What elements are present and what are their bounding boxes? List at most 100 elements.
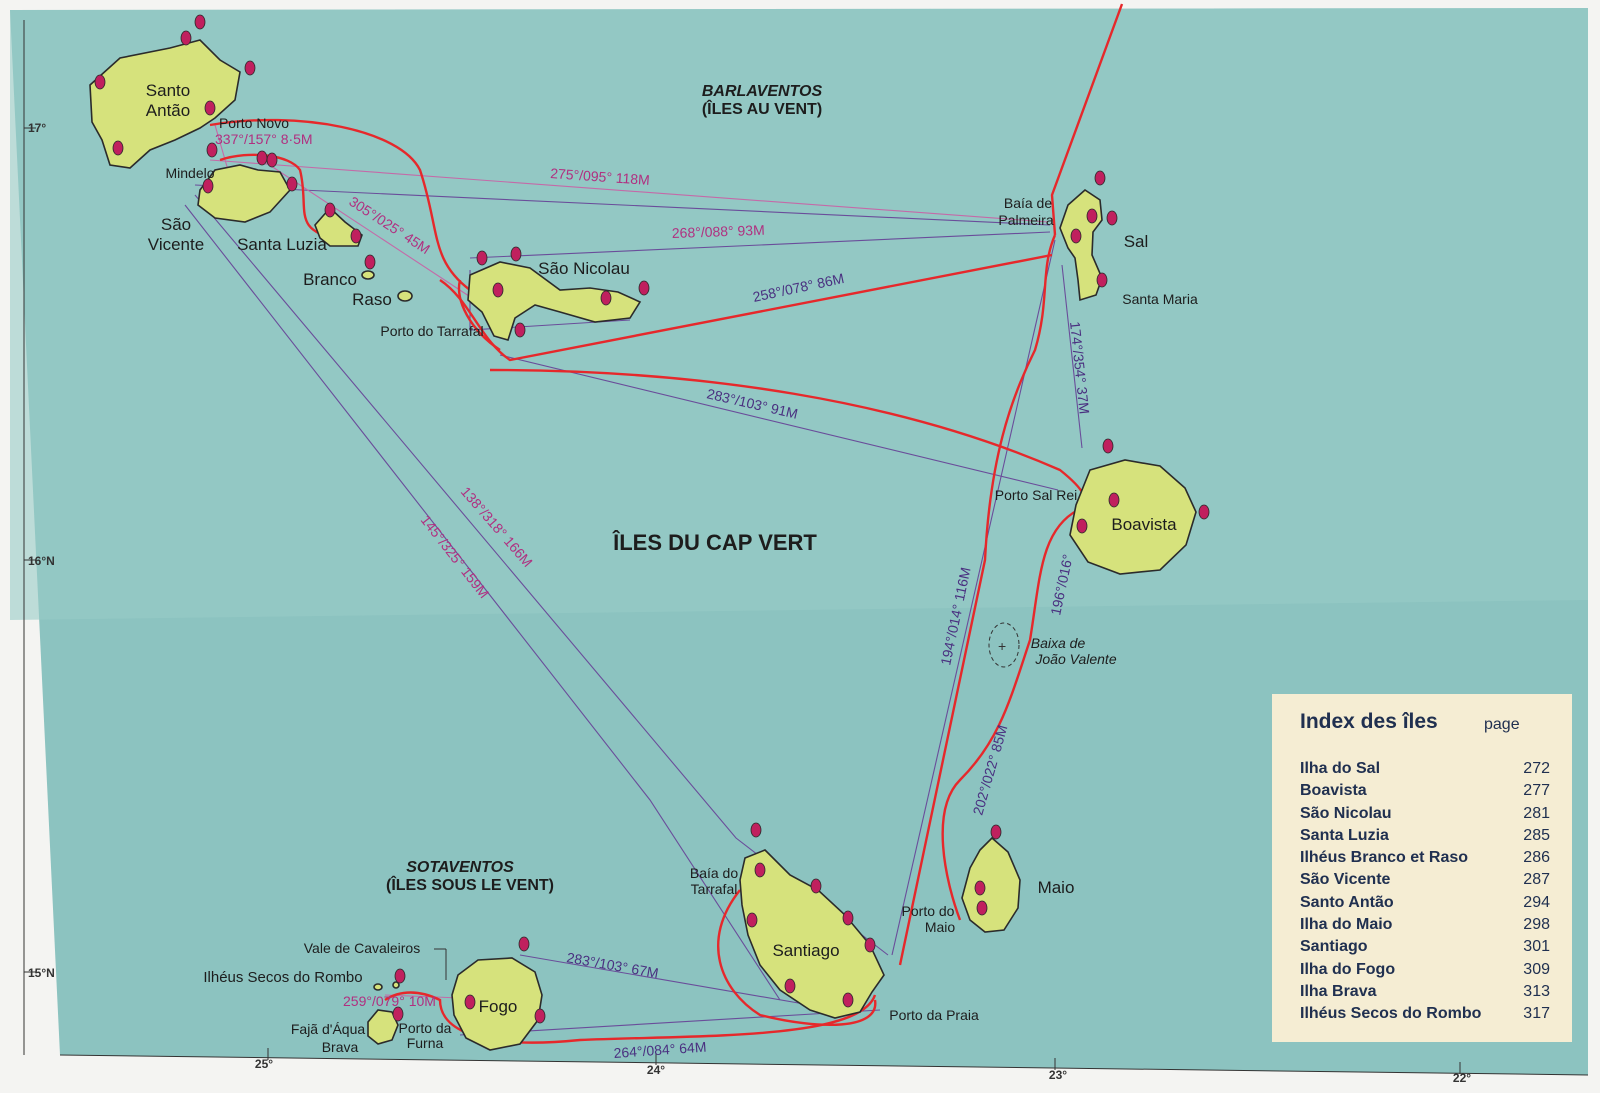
lon-label-24: 24° (647, 1063, 665, 1077)
island-fogo (451, 957, 543, 1051)
anchorage-marker (600, 290, 612, 306)
index-entry-page: 277 (1523, 782, 1550, 800)
anchorage-marker (810, 878, 822, 894)
label-sal: Sal (1124, 232, 1149, 251)
map-title: ÎLES DU CAP VERT (612, 530, 817, 555)
index-entry-page: 285 (1523, 826, 1550, 844)
anchorage-marker (974, 880, 986, 896)
bearing-label: 268°/088° 93M (672, 222, 765, 241)
label-porto-novo: Porto Novo (219, 115, 289, 131)
label-baia-de-palmeira-1: Baía de (1004, 195, 1052, 211)
index-entry-name: Santa Luzia (1300, 826, 1389, 844)
anchorage-marker (204, 100, 216, 116)
label-porto-do-maio-2: Maio (925, 919, 956, 935)
islet-secos-do-rombo-2 (392, 981, 400, 989)
anchorage-marker (286, 176, 298, 192)
anchorage-marker (464, 994, 476, 1010)
anchorage-marker (266, 152, 278, 168)
anchorage-marker (324, 202, 336, 218)
anchorage-marker (194, 14, 206, 30)
label-fogo: Fogo (479, 997, 518, 1016)
index-entry-page: 317 (1523, 1005, 1550, 1023)
region-sotaventos: SOTAVENTOS (406, 859, 514, 876)
label-baia-de-palmeira-2: Palmeira (998, 212, 1053, 228)
index-entry-page: 313 (1523, 982, 1550, 1000)
label-brava: Brava (322, 1039, 359, 1055)
index-entry-page: 298 (1523, 916, 1550, 934)
index-entry-name: Santo Antão (1300, 893, 1394, 911)
index-entry[interactable]: Ilhéus Secos do Rombo 317 (1300, 1005, 1550, 1027)
anchorage-marker (392, 1006, 404, 1022)
index-entry-page: 272 (1523, 760, 1550, 777)
anchorage-marker (864, 937, 876, 953)
anchorage-marker (364, 254, 376, 270)
map-frame (23, 20, 1589, 1076)
index-entry-name: Ilhéus Secos do Rombo (1300, 1005, 1482, 1023)
label-boavista: Boavista (1111, 515, 1177, 534)
bearing-label: 259°/079° 10M (343, 993, 436, 1009)
anchorage-marker (750, 822, 762, 838)
region-barlaventos: BARLAVENTOS (702, 83, 823, 100)
lon-label-22: 22° (1453, 1071, 1471, 1085)
index-entry-page: 281 (1523, 804, 1550, 822)
anchorage-marker (510, 246, 522, 262)
anchorage-marker (1102, 438, 1114, 454)
lat-label-16: 16°N (28, 554, 55, 568)
anchorage-marker (1198, 504, 1210, 520)
label-faja-dagua: Fajã d'Áqua (291, 1021, 365, 1037)
index-entry-name: Boavista (1300, 782, 1367, 800)
bearing-label: 337°/157° 8·5M (215, 131, 313, 147)
anchorage-marker (112, 140, 124, 156)
index-entry-name: Ilha do Maio (1300, 916, 1393, 934)
anchorage-marker (784, 978, 796, 994)
anchorage-marker (518, 936, 530, 952)
index-entry-page: 309 (1523, 960, 1550, 978)
anchorage-marker (534, 1008, 546, 1024)
bearing-label: 264°/084° 64M (613, 1039, 707, 1061)
island-sao-nicolau (467, 261, 642, 341)
index-entry[interactable]: Boavista 277 (1300, 782, 1550, 804)
label-porto-sal-rei: Porto Sal Rei (995, 487, 1077, 503)
index-entry[interactable]: Santa Luzia 285 (1300, 827, 1550, 849)
index-entry-name: Santiago (1300, 938, 1368, 956)
island-raso (397, 290, 413, 302)
shoal-marker (988, 622, 1020, 668)
anchorage-marker (1076, 518, 1088, 534)
anchorage-marker (476, 250, 488, 266)
lon-label-23: 23° (1049, 1068, 1067, 1082)
label-porto-do-tarrafal: Porto do Tarrafal (380, 323, 483, 339)
island-santiago (739, 849, 885, 1019)
island-branco (361, 270, 375, 280)
lat-label-15: 15°N (28, 966, 55, 980)
anchorage-marker (1096, 272, 1108, 288)
index-entry[interactable]: Ilha do Maio 298 (1300, 916, 1550, 938)
islands (89, 39, 1197, 1051)
index-page-header: page (1484, 716, 1520, 733)
anchorage-marker (180, 30, 192, 46)
shoal-cross: + (998, 638, 1006, 654)
island-boavista (1069, 459, 1197, 575)
island-maio (961, 836, 1021, 933)
anchorage-marker (394, 968, 406, 984)
main-routes (209, 3, 1124, 1044)
island-brava (367, 1009, 399, 1045)
label-santa-maria: Santa Maria (1122, 291, 1198, 307)
label-ilheus-secos-do-rombo: Ilhéus Secos do Rombo (203, 969, 362, 986)
anchorage-marker (202, 178, 214, 194)
anchorage-marker (638, 280, 650, 296)
anchorage-marker (754, 862, 766, 878)
index-entry-name: São Vicente (1300, 871, 1391, 889)
index-title: Index des îles (1300, 710, 1438, 733)
anchorage-marker (94, 74, 106, 90)
anchorage-marker (256, 150, 268, 166)
